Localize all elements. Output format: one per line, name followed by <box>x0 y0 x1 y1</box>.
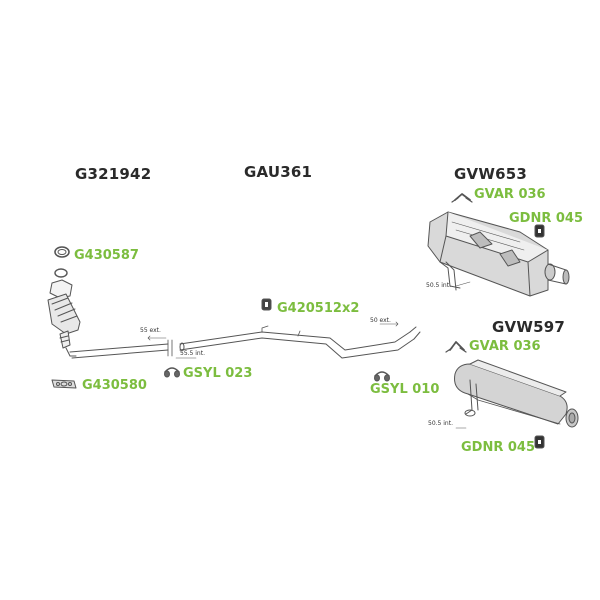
hanger-icon <box>445 341 467 353</box>
label-rubber-mid: G420512x2 <box>277 301 360 316</box>
label-hanger-2: GVAR 036 <box>469 339 541 354</box>
label-rubber-2: GDNR 045 <box>461 440 536 455</box>
catalytic-converter <box>47 279 81 357</box>
label-rear-box-2: GVW597 <box>492 318 565 336</box>
dim-50-5-int-b: 50.5 int. <box>428 420 453 427</box>
clamp-icon <box>164 367 180 378</box>
mid-pipe <box>179 321 421 359</box>
front-pipe <box>69 343 169 359</box>
rubber-mount-icon <box>534 224 545 238</box>
label-ring: G430587 <box>74 248 139 263</box>
dim-50-ext: 50 ext. <box>370 317 391 324</box>
rear-box-1 <box>427 211 570 297</box>
label-catalytic: G321942 <box>75 165 152 183</box>
rubber-mount-icon <box>534 435 545 449</box>
label-clamp-1: GSYL 023 <box>183 366 253 381</box>
label-clamp-2: GSYL 010 <box>370 382 440 397</box>
dim-55-ext: 55 ext. <box>140 327 161 334</box>
label-rear-box-1: GVW653 <box>454 165 527 183</box>
ring-icon <box>54 246 70 278</box>
label-gasket: G430580 <box>82 378 147 393</box>
rear-box-2 <box>454 359 579 429</box>
gasket-icon <box>51 379 77 389</box>
clamp-icon <box>374 371 390 382</box>
rubber-mount-icon <box>261 298 272 311</box>
label-hanger-1: GVAR 036 <box>474 187 546 202</box>
hanger-icon <box>451 193 473 203</box>
dim-50-5-int-a: 50.5 int. <box>426 282 451 289</box>
dim-55-5-int: 55.5 int. <box>180 350 205 357</box>
label-rubber-1: GDNR 045 <box>509 211 584 226</box>
label-mid-pipe: GAU361 <box>244 163 313 181</box>
